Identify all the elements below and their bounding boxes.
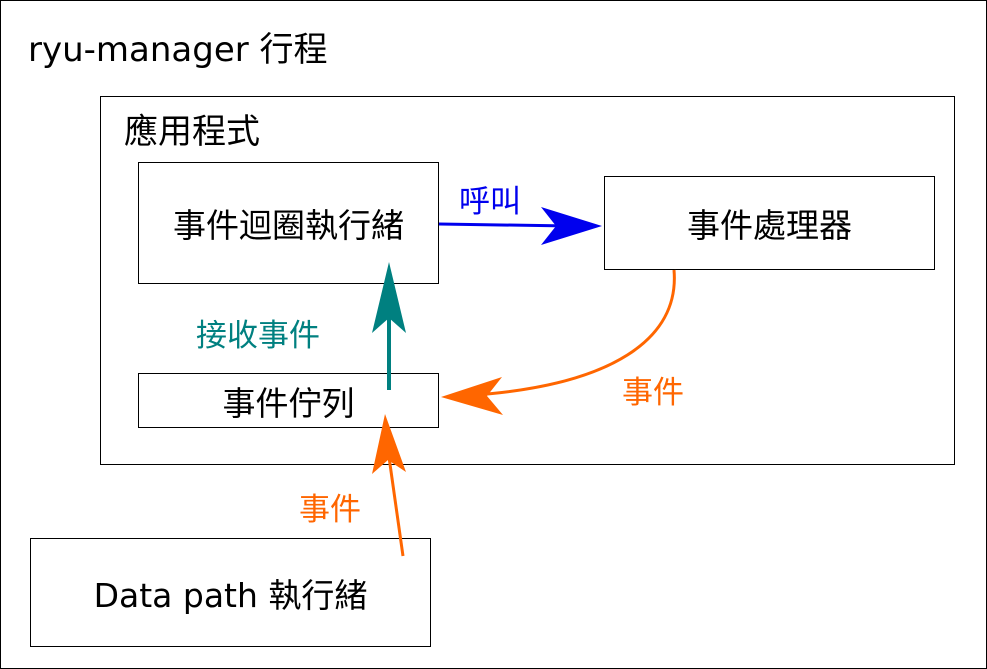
event-loop-thread-label: 事件迴圈執行緒 — [173, 206, 404, 245]
receive-event-edge-label: 接收事件 — [196, 318, 320, 354]
datapath-thread-label: Data path 執行緒 — [93, 575, 368, 615]
receive-event-arrow — [372, 262, 406, 390]
datapath-to-queue-event-arrow — [372, 414, 406, 557]
event-handler-node: 事件處理器 — [604, 176, 935, 270]
handler-event-edge-label: 事件 — [622, 375, 684, 411]
datapath-thread-node: Data path 執行緒 — [30, 538, 431, 647]
event-queue-label: 事件佇列 — [222, 383, 355, 423]
handler-to-queue-event-arrow — [441, 269, 676, 415]
event-handler-label: 事件處理器 — [687, 206, 852, 245]
call-edge-label: 呼叫 — [459, 184, 521, 220]
application-title: 應用程式 — [124, 112, 260, 152]
datapath-event-edge-label: 事件 — [299, 492, 361, 528]
process-title: ryu-manager 行程 — [28, 30, 328, 70]
call-arrow — [438, 207, 602, 245]
